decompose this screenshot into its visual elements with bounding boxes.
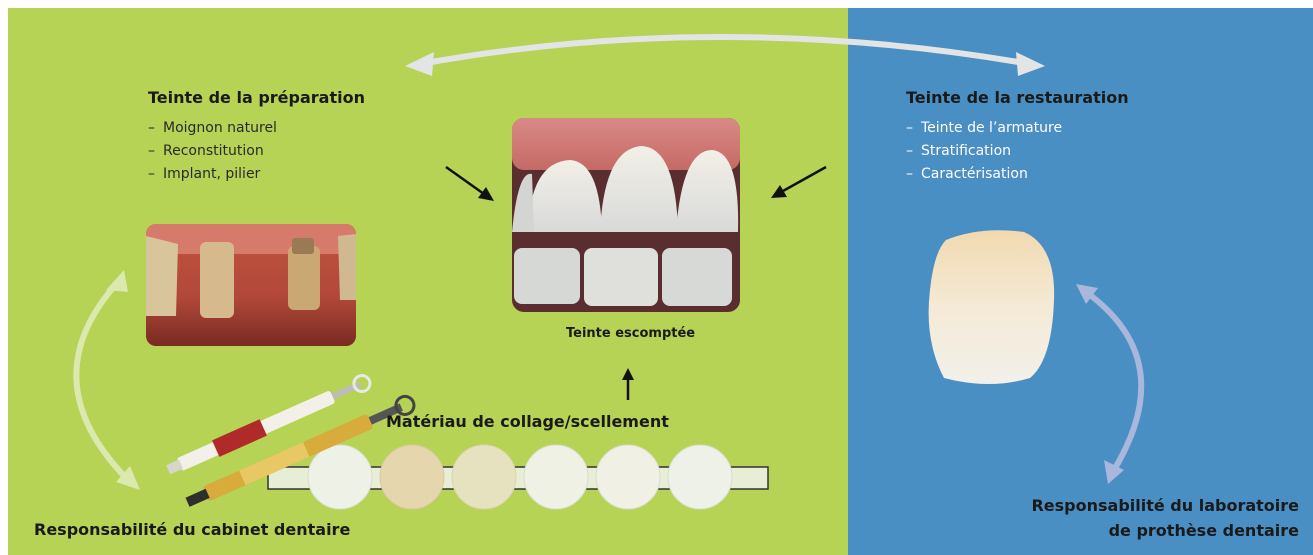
list-item: –Teinte de l’armature: [906, 117, 1062, 140]
restoration-shade-list: –Teinte de l’armature –Stratification –C…: [906, 117, 1062, 186]
list-item: –Stratification: [906, 140, 1062, 163]
list-item: –Implant, pilier: [148, 163, 277, 186]
cement-material-label: Matériau de collage/scellement: [386, 412, 669, 431]
arrow-from-cement: [622, 368, 634, 400]
preparation-shade-title: Teinte de la préparation: [148, 88, 365, 107]
list-item: –Moignon naturel: [148, 117, 277, 140]
lab-responsibility-line2: de prothèse dentaire: [1109, 521, 1299, 540]
list-item: –Reconstitution: [148, 140, 277, 163]
top-double-arrow: [405, 37, 1045, 76]
left-curved-double-arrow: [76, 270, 140, 490]
preparation-shade-list: –Moignon naturel –Reconstitution –Implan…: [148, 117, 277, 186]
lab-responsibility-line1: Responsabilité du laboratoire: [1031, 496, 1299, 515]
right-curved-double-arrow: [1076, 284, 1141, 484]
arrow-from-preparation: [446, 167, 494, 201]
crown-restoration: [929, 230, 1055, 384]
dental-office-responsibility: Responsabilité du cabinet dentaire: [34, 520, 350, 539]
arrow-from-restoration: [771, 167, 826, 198]
expected-shade-photo: [512, 118, 740, 312]
list-item: –Caractérisation: [906, 163, 1062, 186]
shade-guide: [268, 445, 768, 509]
preparation-photo: [146, 224, 356, 346]
expected-shade-caption: Teinte escomptée: [566, 326, 695, 341]
restoration-shade-title: Teinte de la restauration: [906, 88, 1129, 107]
